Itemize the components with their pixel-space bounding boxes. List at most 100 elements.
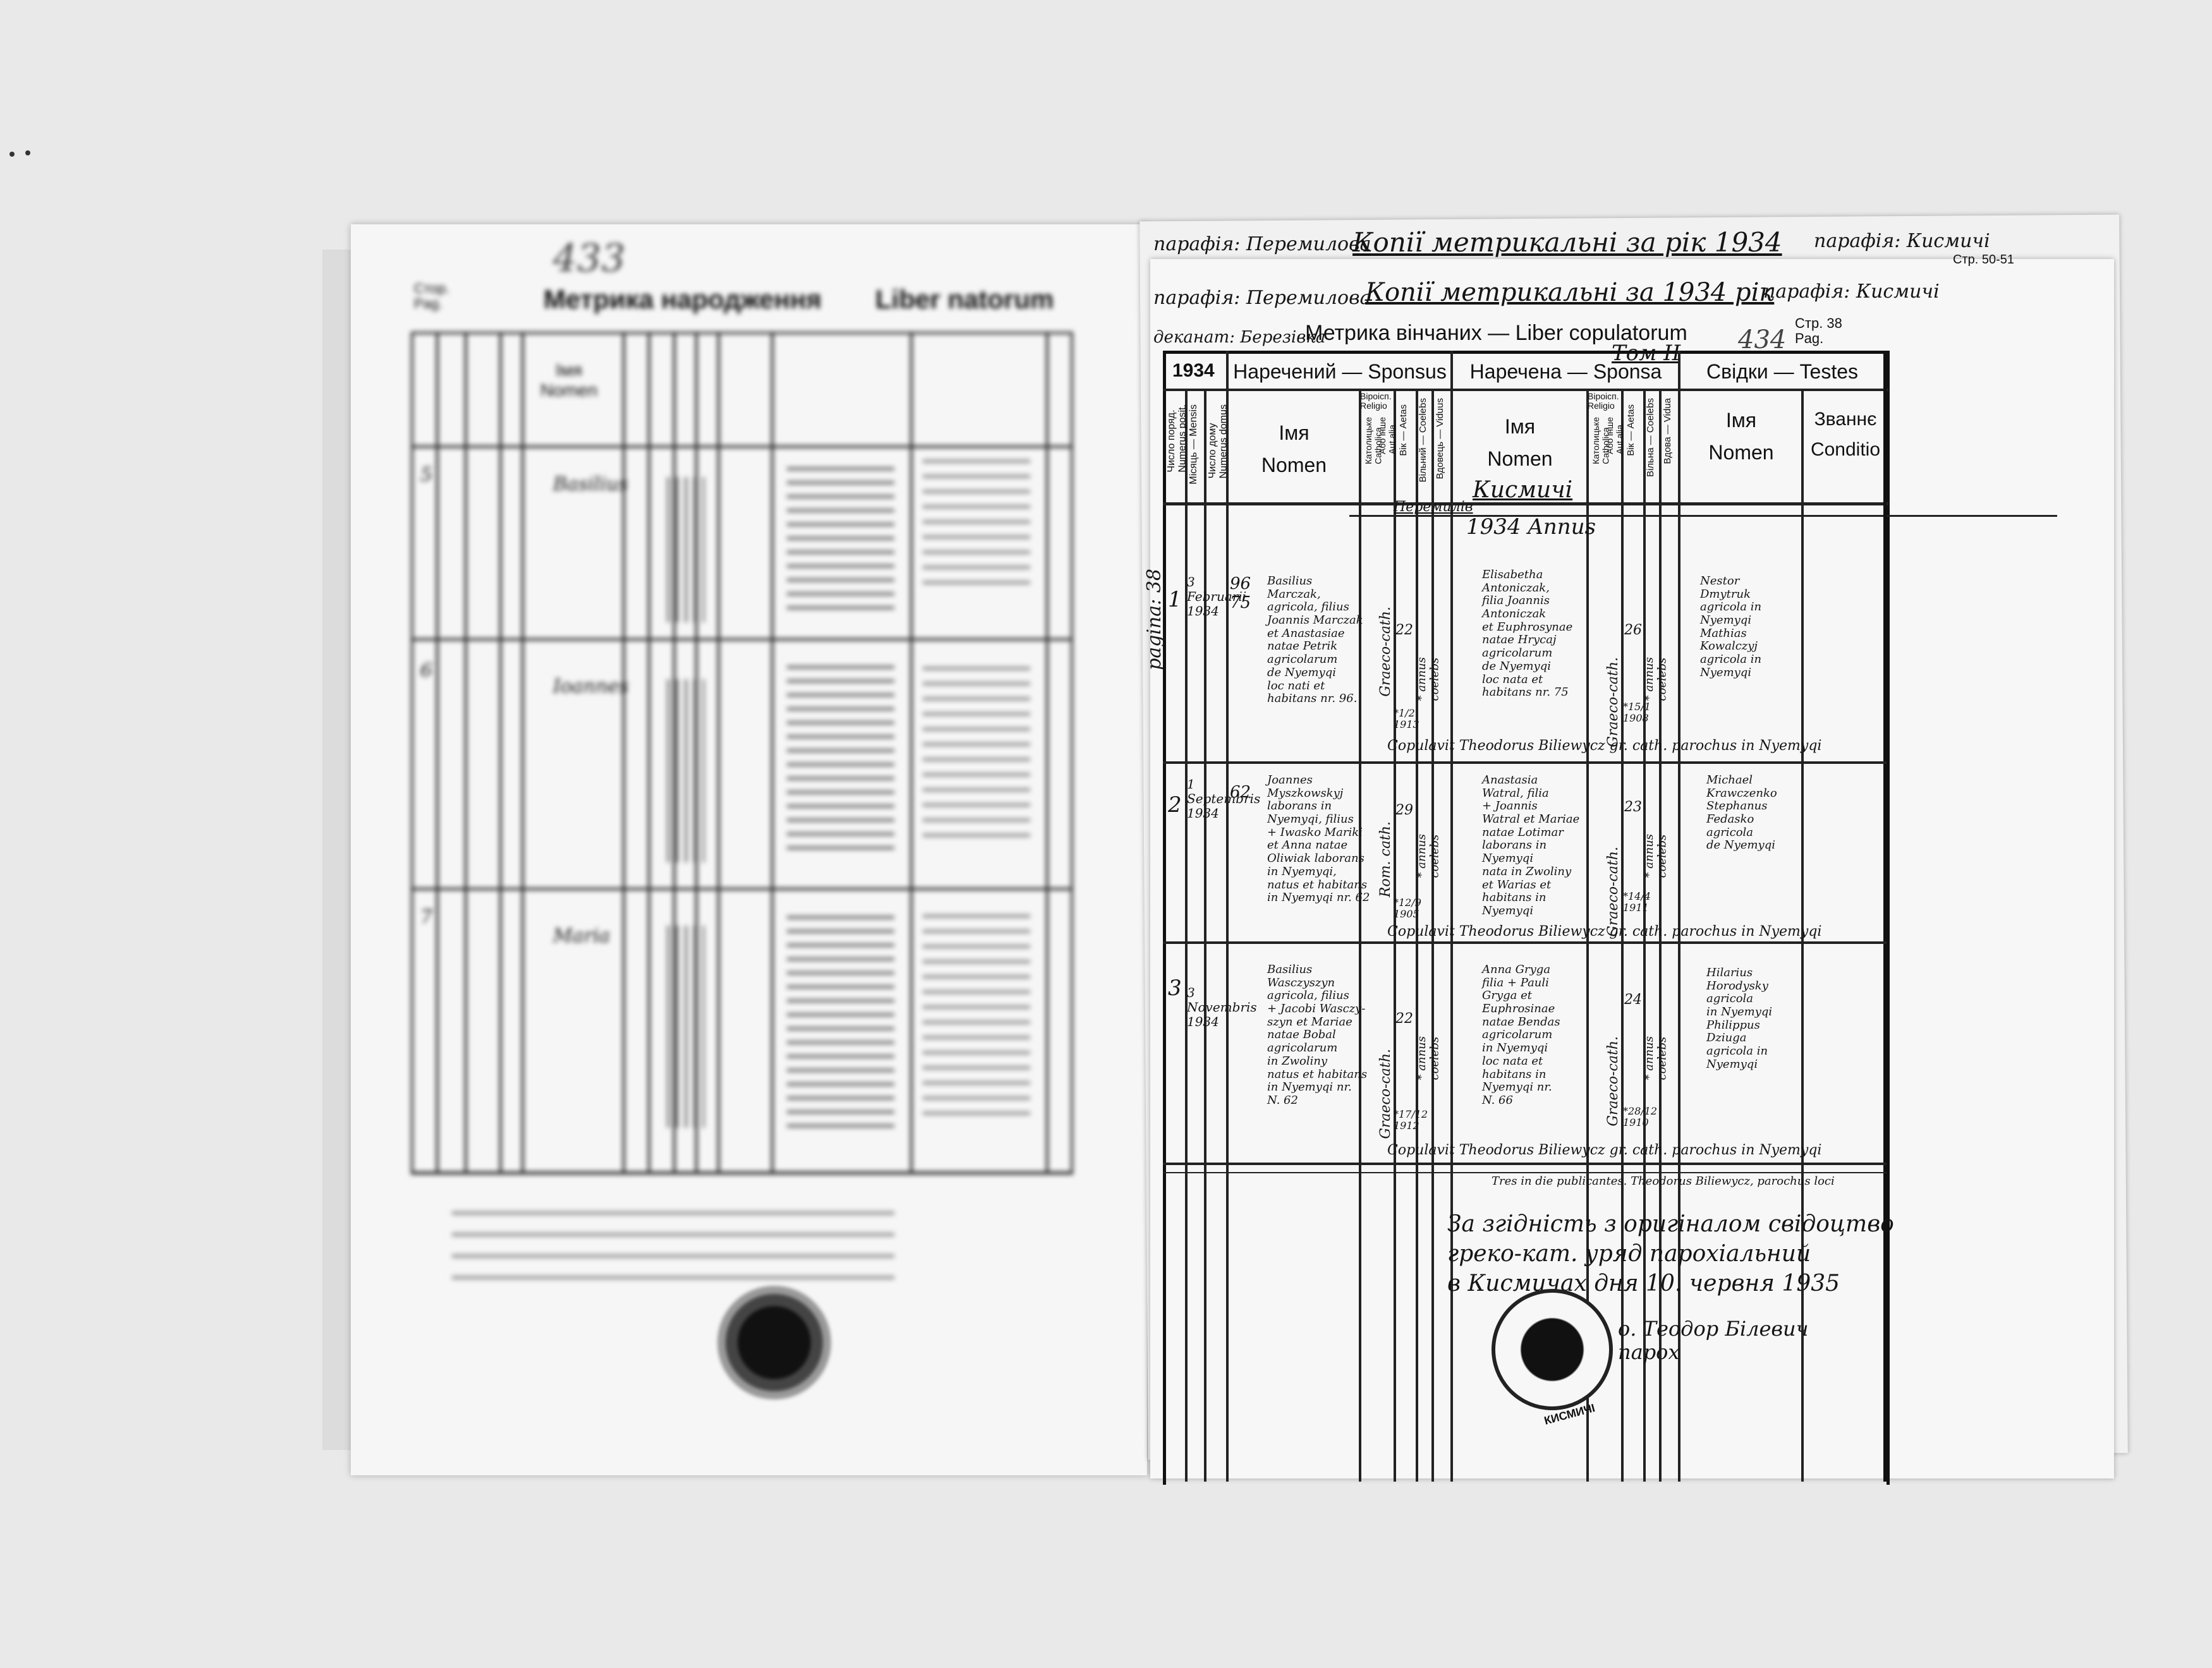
header-top-right: парафія: Кисмичі xyxy=(1814,230,1990,252)
groom-religion: Rom. cath. xyxy=(1378,821,1394,898)
left-entry-number-1: 5 xyxy=(420,464,433,486)
bride-details: Anna Gryga filia + Pauli Gryga et Euphro… xyxy=(1482,963,1560,1107)
left-scribble xyxy=(923,907,1030,1115)
col-groom-age-header: Вік — Aetas xyxy=(1398,404,1409,456)
year-cell: 1934 xyxy=(1172,360,1215,381)
left-entry-name-2: Ioannes xyxy=(553,675,629,698)
col-bride-religion-header: Віроісп. Religio xyxy=(1588,391,1619,411)
copulavit-line: Copulavit Theodorus Biliewycz gr. cath. … xyxy=(1387,738,1822,754)
copulavit-line: Copulavit Theodorus Biliewycz gr. cath. … xyxy=(1387,924,1822,940)
col-bride-age-header: Вік — Aetas xyxy=(1626,404,1636,456)
priest-signature: о. Теодор Білевич парох xyxy=(1618,1317,1809,1364)
left-scribble xyxy=(787,660,894,850)
groom-status: * annus coelebs xyxy=(1415,834,1442,878)
left-entry-name-3: Maria xyxy=(553,925,611,947)
bride-age: 26 xyxy=(1624,622,1642,638)
witnesses: Hilarius Horodysky agricola in Nyemyqi P… xyxy=(1706,966,1773,1071)
right-page-label: Стр. 38 Pag. xyxy=(1795,315,1842,347)
entry-date: 3 Novembris 1934 xyxy=(1187,985,1257,1029)
left-title-la: Liber natorum xyxy=(875,284,1054,314)
bride-year-note: 1934 Annus xyxy=(1466,514,1596,540)
col-witness-name-header: Імя Nomen xyxy=(1708,409,1774,464)
col-witness-status-header: Званнє Conditio xyxy=(1810,409,1881,460)
bride-age: 24 xyxy=(1624,992,1642,1008)
scan-mark xyxy=(25,150,30,155)
left-scribble xyxy=(667,926,705,1128)
witnesses: Michael Krawczenko Stephanus Fedasko agr… xyxy=(1706,773,1777,852)
bride-birth: *15/1 1908 xyxy=(1623,701,1651,725)
col-bride-name-header: Імя Nomen xyxy=(1487,415,1553,471)
entry-date: 3 Februarii 1934 xyxy=(1187,574,1247,619)
left-title-ua: Метрика народження xyxy=(544,284,822,314)
left-seal xyxy=(717,1286,831,1399)
groom-age: 29 xyxy=(1395,802,1413,818)
right-folio-number: 434 xyxy=(1738,325,1787,354)
col-groom-single-header: Вільний — Coelebs xyxy=(1418,398,1428,483)
entry-house: 96 75 xyxy=(1230,574,1251,612)
col-bride-widow-header: Вдова — Vidua xyxy=(1662,398,1673,464)
col-number-header: Число поряд. Numerus posit. xyxy=(1166,404,1188,473)
groom-religion: Graeco-cath. xyxy=(1378,1049,1394,1139)
copulavit-line: Copulavit Theodorus Biliewycz gr. cath. … xyxy=(1387,1142,1822,1158)
groom-details: Basilius Marczak, agricola, filius Joann… xyxy=(1267,574,1363,706)
header-top-page: Стр. 50-51 xyxy=(1953,253,2014,267)
left-entry-name-1: Basilius xyxy=(553,473,628,495)
left-scribble xyxy=(667,477,705,622)
groom-details: Joannes Myszkowskyj laborans in Nyemyqi,… xyxy=(1267,773,1370,905)
right-page xyxy=(1150,259,2114,1478)
groom-details: Basilius Wasczyszyn agricola, filius + J… xyxy=(1267,963,1368,1107)
left-folio-number: 433 xyxy=(553,236,626,281)
footer-note: Tres in die publicantes. Theodorus Bilie… xyxy=(1492,1175,1835,1188)
left-page: 433 Стор. Pag. Метрика народження Liber … xyxy=(351,224,1147,1475)
left-col-name-header: Імя Nomen xyxy=(540,360,598,400)
bride-religion: Graeco-cath. xyxy=(1605,657,1621,747)
groom-religion: Graeco-cath. xyxy=(1378,607,1394,697)
left-scribble xyxy=(923,458,1030,584)
scan-mark xyxy=(9,152,15,157)
col-groom-widower-header: Вдовець — Viduus xyxy=(1435,398,1445,480)
groom-group-header: Наречений — Sponsus xyxy=(1233,360,1447,383)
bride-status: * annus coelebs xyxy=(1643,834,1669,878)
col-house-header: Число дому Numerus domus xyxy=(1207,404,1229,479)
header-main-right: парафія: Кисмичі xyxy=(1763,281,1940,303)
entry-number: 1 xyxy=(1168,587,1182,612)
left-page-label: Стор. Pag. xyxy=(414,281,450,312)
col-groom-religion-header: Віроісп. Religio xyxy=(1360,391,1392,411)
bride-birth: *14/4 1911 xyxy=(1623,890,1651,914)
left-scribble xyxy=(787,907,894,1128)
village-bride: Кисмичі xyxy=(1473,477,1573,503)
left-entry-number-2: 6 xyxy=(420,660,433,682)
groom-status: * annus coelebs xyxy=(1415,1036,1442,1080)
bride-details: Elisabetha Antoniczak, filia Joannis Ant… xyxy=(1482,568,1573,699)
entry-house: 62 xyxy=(1230,783,1251,802)
bride-status: * annus coelebs xyxy=(1643,1036,1669,1080)
entry-number: 2 xyxy=(1168,792,1182,818)
groom-age: 22 xyxy=(1395,1011,1413,1027)
groom-birth: *17/12 1912 xyxy=(1394,1108,1428,1132)
left-page-content: 433 Стор. Pag. Метрика народження Liber … xyxy=(351,224,1147,1475)
entry-date: 1 Septembris 1934 xyxy=(1187,777,1261,821)
col-month-header: Місяць — Mensis xyxy=(1188,404,1199,485)
left-scribble xyxy=(452,1197,894,1279)
entry-number: 3 xyxy=(1168,976,1182,1001)
witnesses: Nestor Dmytruk agricola in Nyemyqi Mathi… xyxy=(1700,574,1762,679)
col-groom-other-header: Або інше Aut alia xyxy=(1377,417,1397,454)
bride-birth: *28/12 1910 xyxy=(1623,1105,1658,1129)
col-bride-single-header: Вільна — Coelebs xyxy=(1645,398,1656,477)
certification-text: За згідність з оригіналом свідоцтво грек… xyxy=(1447,1211,1894,1296)
left-scribble xyxy=(667,679,705,862)
witness-group-header: Свідки — Testes xyxy=(1706,360,1859,383)
groom-birth: *12/9 1905 xyxy=(1394,897,1421,921)
bride-group-header: Наречена — Sponsa xyxy=(1469,360,1662,383)
groom-birth: *1/2 1913 xyxy=(1394,707,1419,731)
village-groom: Перемилів xyxy=(1394,499,1473,515)
header-top-left: парафія: Перемилова xyxy=(1153,233,1371,255)
register-table xyxy=(1163,351,1890,1485)
bride-age: 23 xyxy=(1624,799,1642,815)
header-top-center: Копії метрикальні за рік 1934 xyxy=(1352,227,1782,258)
register-title: Метрика вінчаних — Liber copulatorum xyxy=(1305,321,1687,345)
header-main-center: Копії метрикальні за 1934 рік xyxy=(1365,278,1775,307)
bride-details: Anastasia Watral, filia + Joannis Watral… xyxy=(1482,773,1580,917)
header-main-left: парафія: Перемилова xyxy=(1153,287,1371,309)
groom-age: 22 xyxy=(1395,622,1413,638)
